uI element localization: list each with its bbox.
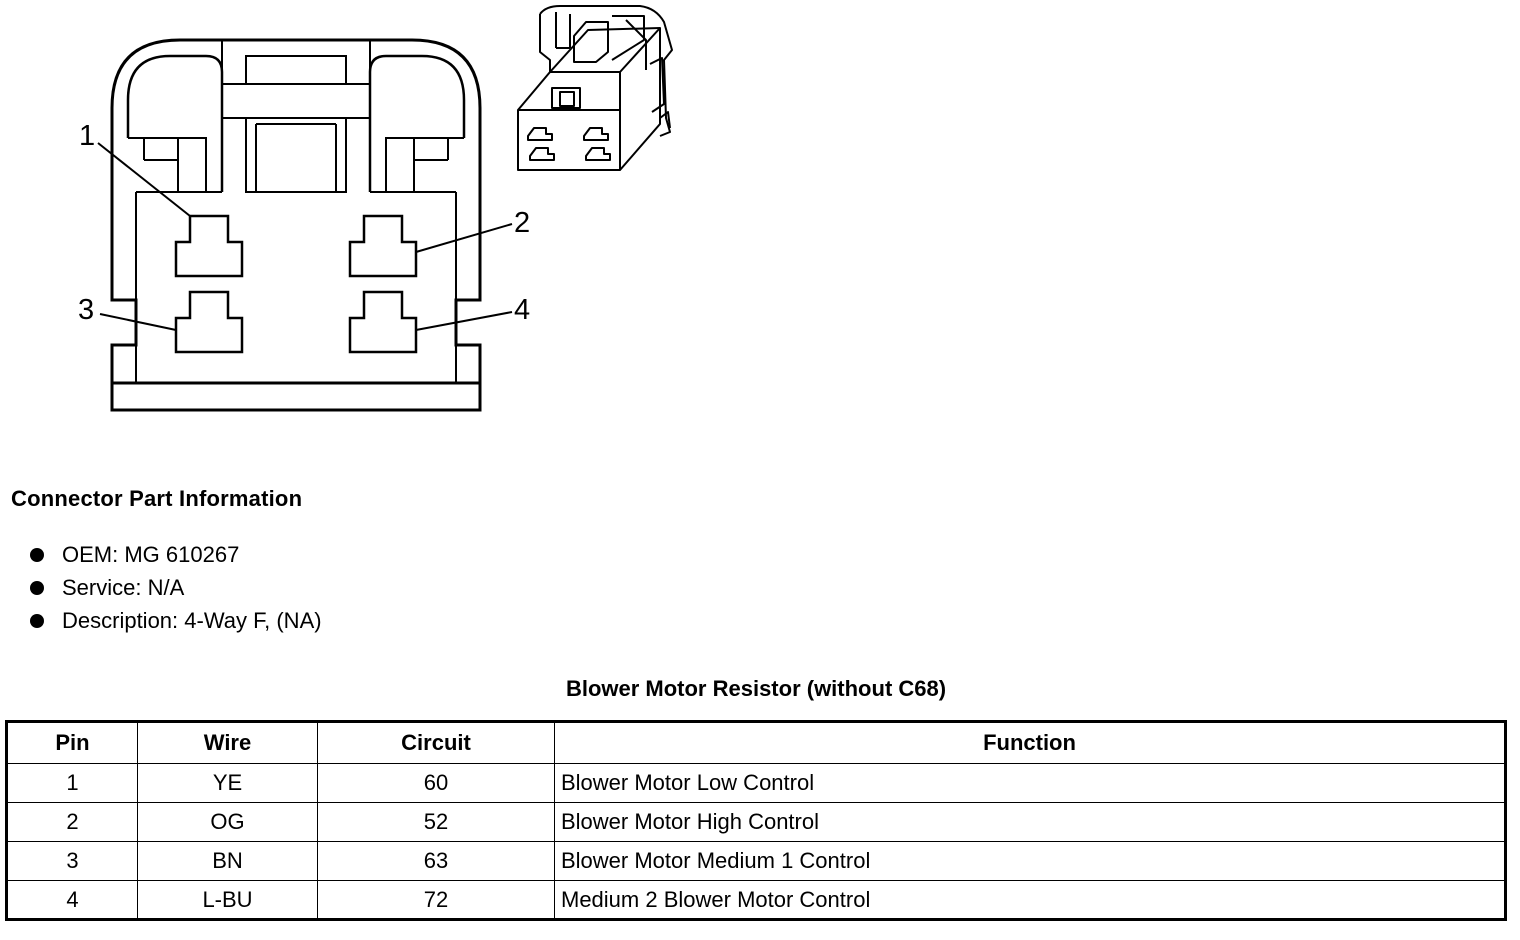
connector-iso-view xyxy=(517,5,673,171)
cell-function: Blower Motor High Control xyxy=(554,802,1506,842)
table-header-row: Pin Wire Circuit Function xyxy=(6,721,1506,764)
cell-function: Medium 2 Blower Motor Control xyxy=(554,880,1506,920)
table-row: 2 OG 52 Blower Motor High Control xyxy=(6,802,1506,842)
cell-wire: OG xyxy=(137,802,318,842)
pin-table: Pin Wire Circuit Function 1 YE 60 Blower… xyxy=(5,720,1507,921)
cell-circuit: 63 xyxy=(317,841,555,881)
info-oem: OEM: MG 610267 xyxy=(28,538,322,571)
info-oem-text: OEM: MG 610267 xyxy=(62,542,240,567)
connector-info-title: Connector Part Information xyxy=(11,486,303,511)
cell-circuit: 72 xyxy=(317,880,555,920)
cell-pin: 1 xyxy=(6,763,138,803)
table-row: 3 BN 63 Blower Motor Medium 1 Control xyxy=(6,841,1506,881)
info-description: Description: 4-Way F, (NA) xyxy=(28,604,322,637)
pin-2-cavity xyxy=(348,214,418,278)
cell-circuit: 60 xyxy=(317,763,555,803)
table-title: Blower Motor Resistor (without C68) xyxy=(565,676,947,701)
info-service-text: Service: N/A xyxy=(62,575,185,600)
cell-function: Blower Motor Medium 1 Control xyxy=(554,841,1506,881)
pin-label-4: 4 xyxy=(514,294,530,326)
bullet-icon xyxy=(30,548,44,562)
connector-diagram: 1 2 3 4 xyxy=(78,5,673,412)
pin-label-2: 2 xyxy=(514,207,530,239)
cell-wire: YE xyxy=(137,763,318,803)
cell-function: Blower Motor Low Control xyxy=(554,763,1506,803)
table-row: 1 YE 60 Blower Motor Low Control xyxy=(6,763,1506,803)
cell-pin: 3 xyxy=(6,841,138,881)
table-row: 4 L-BU 72 Medium 2 Blower Motor Control xyxy=(6,880,1506,920)
header-pin: Pin xyxy=(6,721,138,764)
cell-pin: 2 xyxy=(6,802,138,842)
connector-face-view xyxy=(97,38,513,412)
connector-info-list: OEM: MG 610267 Service: N/A Description:… xyxy=(28,538,322,637)
header-function: Function xyxy=(554,721,1506,764)
pin-labels: 1 2 3 4 xyxy=(78,120,530,326)
cell-circuit: 52 xyxy=(317,802,555,842)
bullet-icon xyxy=(30,614,44,628)
header-wire: Wire xyxy=(137,721,318,764)
pin-label-1: 1 xyxy=(79,120,95,152)
cell-wire: L-BU xyxy=(137,880,318,920)
info-service: Service: N/A xyxy=(28,571,322,604)
header-circuit: Circuit xyxy=(317,721,555,764)
pin-label-3: 3 xyxy=(78,294,94,326)
pin-1-cavity xyxy=(174,214,244,278)
bullet-icon xyxy=(30,581,44,595)
pin-4-cavity xyxy=(348,290,418,354)
pin-3-cavity xyxy=(174,290,244,354)
cell-pin: 4 xyxy=(6,880,138,920)
info-description-text: Description: 4-Way F, (NA) xyxy=(62,608,322,633)
cell-wire: BN xyxy=(137,841,318,881)
